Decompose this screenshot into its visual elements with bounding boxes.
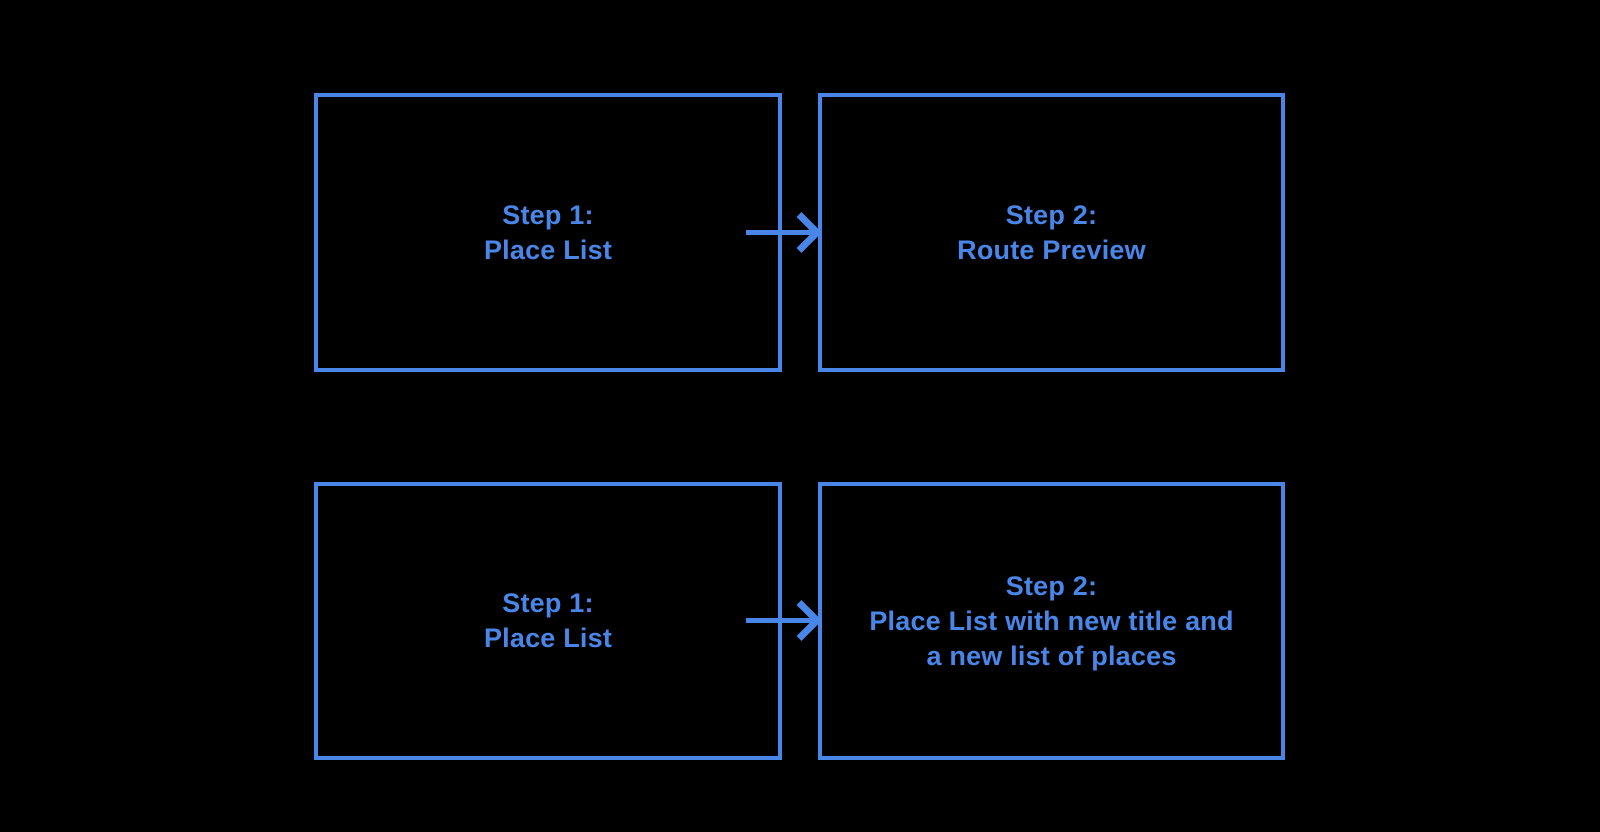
- box-label-line: a new list of places: [926, 640, 1177, 671]
- box-label: Step 1: Place List: [318, 586, 778, 656]
- box-label: Step 1: Place List: [318, 198, 778, 268]
- flow-box-step1-place-list-top: Step 1: Place List: [314, 93, 782, 372]
- box-label: Step 2: Route Preview: [822, 198, 1281, 268]
- flow-box-step2-route-preview: Step 2: Route Preview: [818, 93, 1285, 372]
- box-label-line: Route Preview: [957, 234, 1146, 265]
- box-label-line: Step 2:: [1005, 199, 1098, 230]
- box-label-line: Place List: [483, 623, 613, 653]
- box-label-line: Step 2:: [1005, 570, 1098, 601]
- box-label-line: Step 1:: [502, 588, 594, 618]
- box-label-line: Step 1:: [502, 199, 594, 230]
- box-label-line: Place List with new title and: [869, 605, 1234, 636]
- flow-box-step1-place-list-bottom: Step 1: Place List: [314, 482, 782, 760]
- flow-box-step2-place-list-new: Step 2: Place List with new title and a …: [818, 482, 1285, 760]
- box-label-line: Place List: [483, 234, 613, 265]
- box-label: Step 2: Place List with new title and a …: [822, 569, 1281, 674]
